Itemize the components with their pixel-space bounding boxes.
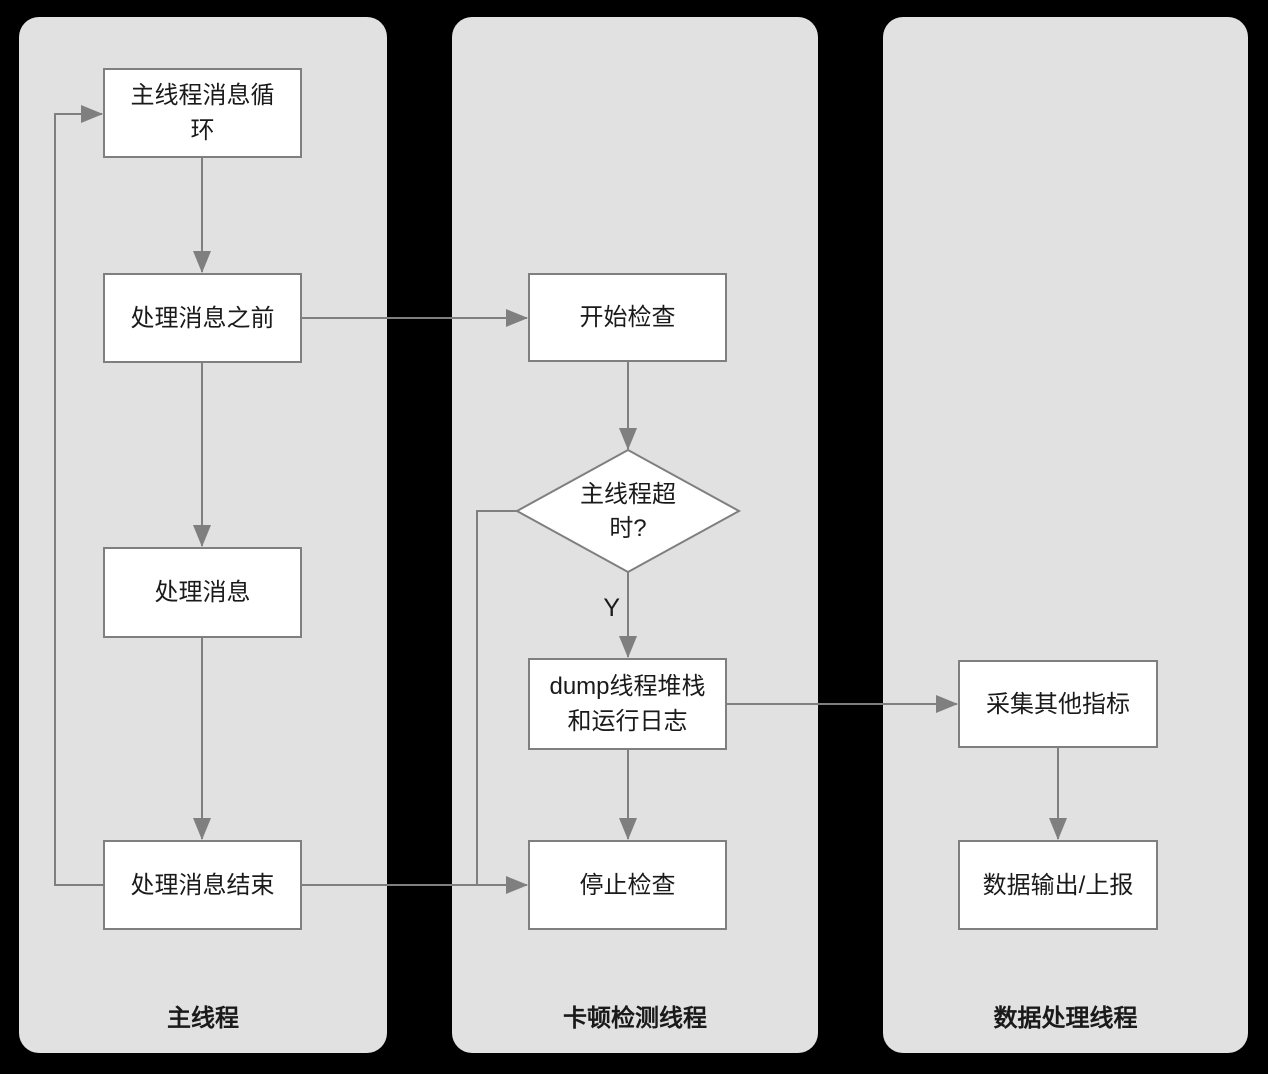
node-collect-metrics: 采集其他指标 [958,660,1158,748]
node-main-loop: 主线程消息循环 [103,68,302,158]
node-main-loop-label: 主线程消息循环 [130,82,275,144]
edge-timeout-no-to-stopcheck [476,510,517,884]
node-end-message-label: 处理消息结束 [130,871,275,899]
node-timeout-question: 主线程超时? [572,477,684,547]
node-handle-message-label: 处理消息 [154,579,251,606]
edge-label-yes: Y [603,594,620,622]
node-handle-message: 处理消息 [103,547,302,638]
lane-title-main-thread: 主线程 [167,1005,239,1032]
edge-endmsg-loop-to-mainloop [54,105,103,886]
node-stop-check-label: 停止检查 [579,871,676,899]
lane-title-lag-detect-thread: 卡顿检测线程 [563,1005,707,1032]
node-start-check-label: 开始检查 [579,304,676,331]
node-data-output-label: 数据输出/上报 [982,871,1134,899]
node-stop-check: 停止检查 [528,840,727,930]
node-before-message-label: 处理消息之前 [130,304,275,332]
decision-timeout-diamond [514,448,742,574]
node-before-message: 处理消息之前 [103,273,302,363]
node-dump-stack: dump线程堆栈和运行日志 [528,658,727,750]
lane-title-data-process-thread: 数据处理线程 [993,1005,1138,1032]
node-data-output: 数据输出/上报 [958,840,1158,930]
node-end-message: 处理消息结束 [103,840,302,930]
node-collect-metrics-label: 采集其他指标 [986,690,1130,718]
node-start-check: 开始检查 [528,273,727,362]
node-dump-stack-label: dump线程堆栈和运行日志 [549,673,706,735]
node-timeout-question-label: 主线程超时? [580,481,676,542]
